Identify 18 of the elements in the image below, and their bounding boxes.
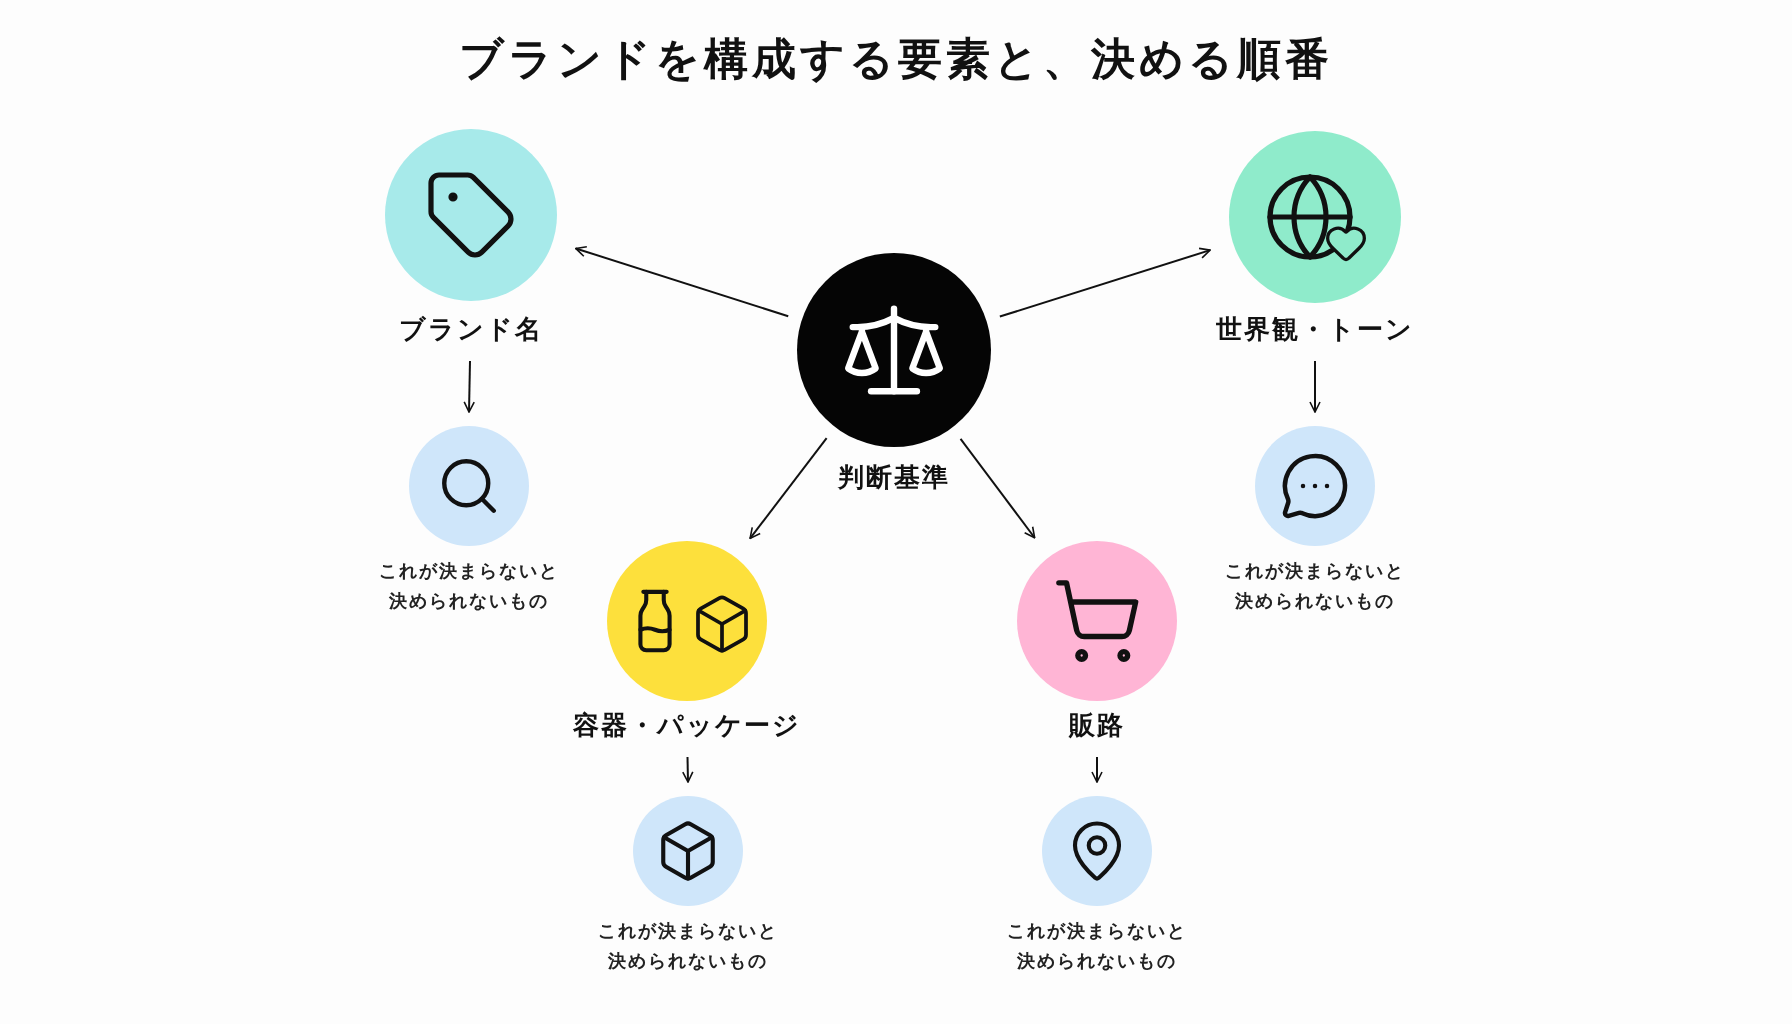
note-text: これが決まらないと決められないもの [378, 559, 560, 613]
arrow [574, 245, 790, 318]
node-label: 販路 [1069, 709, 1125, 741]
node-label: 容器・パッケージ [573, 709, 801, 741]
node-label: 世界観・トーン [1216, 313, 1414, 345]
title: ブランドを構成する要素と、決める順番 [459, 32, 1333, 86]
arrow [749, 437, 828, 540]
node-label: 判断基準 [838, 461, 950, 493]
arrow [959, 437, 1036, 539]
arrow [463, 360, 475, 413]
arrow [1091, 756, 1103, 783]
arrow [1309, 360, 1321, 413]
arrow [998, 247, 1212, 318]
note-text: これが決まらないと決められないもの [1006, 919, 1188, 973]
node-label: ブランド名 [399, 313, 543, 345]
arrow [682, 756, 694, 783]
note-text: これが決まらないと決められないもの [1224, 559, 1406, 613]
note-text: これが決まらないと決められないもの [597, 919, 779, 973]
